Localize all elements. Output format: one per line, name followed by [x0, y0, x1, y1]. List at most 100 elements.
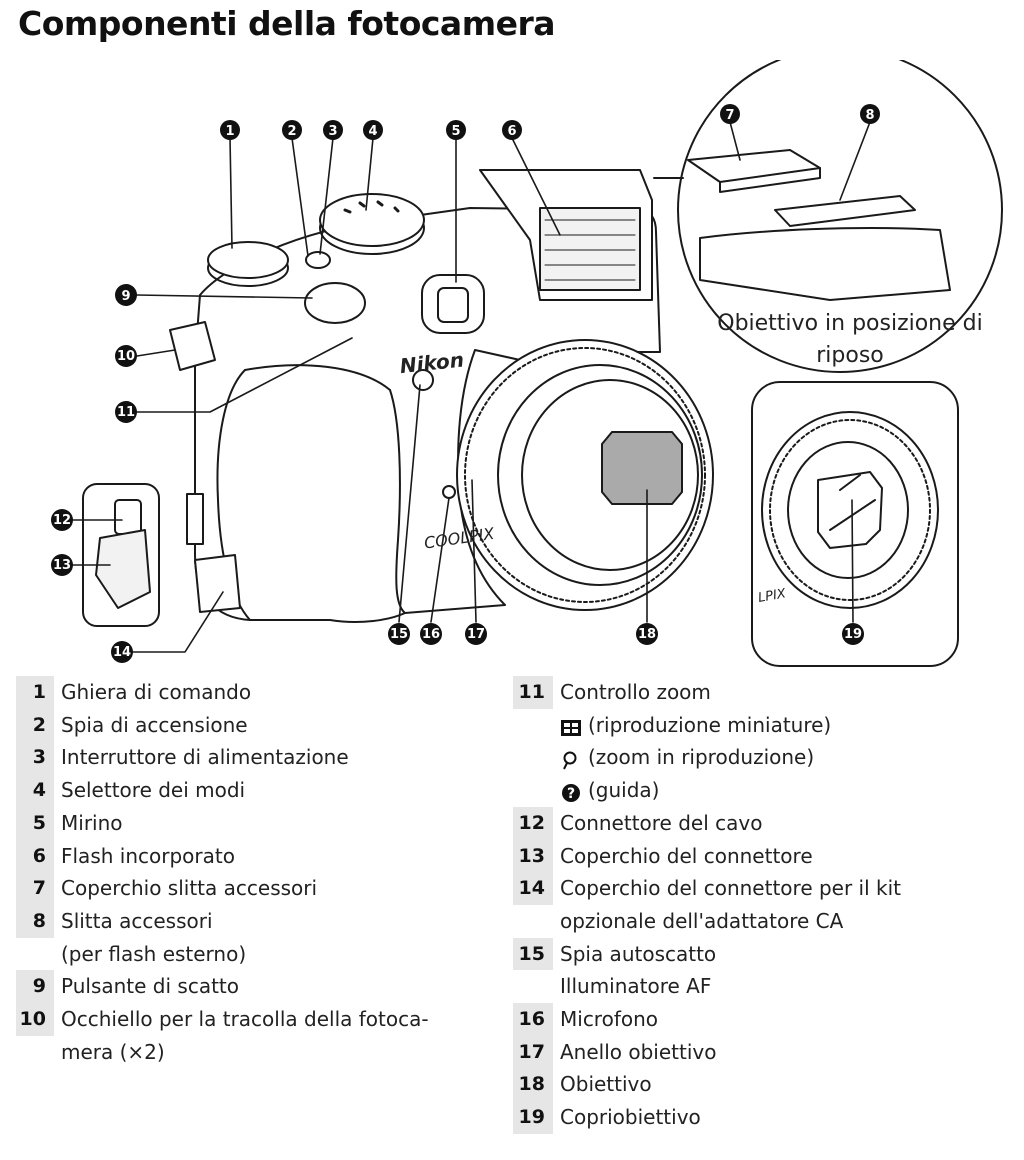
item-line: Coperchio del connettore — [560, 843, 813, 868]
thumbnail-icon — [560, 715, 582, 737]
item-description: Spia di accensione — [54, 709, 486, 742]
item-number: 5 — [16, 806, 54, 840]
item-line: Spia di accensione — [61, 712, 248, 737]
svg-text:3: 3 — [328, 124, 337, 139]
item-sub-line: (zoom in riproduzione) — [560, 741, 983, 774]
item-line: Selettore dei modi — [61, 778, 246, 803]
item-description: Controllo zoom(riproduzione miniature)(z… — [553, 676, 983, 807]
item-sub-text: (riproduzione miniature) — [588, 712, 832, 737]
item-number: 12 — [513, 806, 553, 840]
callout-4: 4 — [363, 120, 383, 140]
callout-14: 14 — [111, 641, 133, 663]
svg-text:17: 17 — [467, 627, 485, 642]
list-item: 13 Coperchio del connettore — [513, 839, 983, 873]
svg-text:12: 12 — [53, 513, 71, 528]
lens-cover — [817, 471, 883, 549]
item-line: Coperchio del connettore per il kit — [560, 876, 902, 901]
svg-text:18: 18 — [638, 627, 656, 642]
model-label-inset: LPIX — [757, 586, 788, 606]
viewfinder — [421, 274, 485, 334]
item-line: Interruttore di alimentazione — [61, 745, 349, 770]
item-number: 10 — [16, 1003, 54, 1036]
item-line: Copriobiettivo — [560, 1105, 701, 1130]
svg-text:14: 14 — [113, 645, 131, 660]
item-description: Coperchio slitta accessori — [54, 872, 486, 905]
callout-9: 9 — [115, 284, 137, 306]
svg-text:2: 2 — [287, 124, 296, 139]
svg-text:13: 13 — [53, 558, 71, 573]
callout-17: 17 — [465, 623, 487, 645]
page-title: Componenti della fotocamera — [18, 4, 556, 43]
item-number: 11 — [513, 676, 553, 709]
item-description: Flash incorporato — [54, 840, 486, 873]
item-description: Connettore del cavo — [553, 807, 983, 840]
item-line: opzionale dell'adattatore CA — [560, 908, 844, 933]
list-item: 4 Selettore dei modi — [16, 774, 486, 807]
item-number: 16 — [513, 1003, 553, 1036]
item-description: Copriobiettivo — [553, 1101, 983, 1134]
item-line: Flash incorporato — [61, 843, 235, 868]
svg-text:11: 11 — [117, 405, 135, 420]
item-sub-line: (riproduzione miniature) — [560, 709, 983, 742]
item-line: (per flash esterno) — [61, 941, 247, 966]
item-line: Spia autoscatto — [560, 941, 717, 966]
svg-text:16: 16 — [422, 627, 440, 642]
list-item: 3 Interruttore di alimentazione — [16, 741, 486, 775]
svg-text:9: 9 — [121, 289, 130, 304]
item-number: 4 — [16, 774, 54, 807]
item-number: 1 — [16, 676, 54, 709]
list-item: 16 Microfono — [513, 1003, 983, 1036]
item-number: 17 — [513, 1035, 553, 1069]
list-item: 14 Coperchio del connettore per il kit opz… — [513, 872, 983, 937]
svg-text:?: ? — [567, 786, 575, 802]
svg-text:6: 6 — [507, 124, 516, 139]
built-in-flash — [539, 207, 641, 291]
callout-12: 12 — [51, 509, 73, 531]
item-number: 3 — [16, 741, 54, 775]
item-description: Coperchio del connettore — [553, 840, 983, 873]
item-number: 13 — [513, 839, 553, 873]
item-description: Interruttore di alimentazione — [54, 741, 486, 774]
callout-13: 13 — [51, 554, 73, 576]
power-switch — [305, 251, 331, 269]
item-line: Occhiello per la tracolla della fotoca- — [61, 1007, 429, 1032]
svg-text:4: 4 — [368, 124, 377, 139]
item-line: Illuminatore AF — [560, 974, 712, 999]
svg-text:8: 8 — [865, 108, 874, 123]
callout-3: 3 — [323, 120, 343, 140]
item-description: Pulsante di scatto — [54, 970, 486, 1003]
item-sub-text: (guida) — [588, 778, 660, 803]
accessory-shoe — [774, 195, 916, 227]
svg-text:7: 7 — [725, 108, 734, 123]
item-sub-text: (zoom in riproduzione) — [588, 745, 815, 770]
item-description: Obiettivo — [553, 1068, 983, 1101]
item-number: 14 — [513, 872, 553, 905]
callout-5: 5 — [446, 120, 466, 140]
svg-text:10: 10 — [117, 349, 135, 364]
callout-16: 16 — [420, 623, 442, 645]
callout-10: 10 — [115, 345, 137, 367]
item-description: Ghiera di comando — [54, 676, 486, 709]
callout-2: 2 — [282, 120, 302, 140]
lens — [601, 431, 683, 505]
item-line: Pulsante di scatto — [61, 974, 239, 999]
callout-6: 6 — [502, 120, 522, 140]
callout-18: 18 — [636, 623, 658, 645]
brand-logo: Nikon — [399, 348, 465, 379]
strap-eyelet — [169, 321, 216, 371]
callout-11: 11 — [115, 401, 137, 423]
callout-7: 7 — [720, 104, 740, 124]
item-line: Microfono — [560, 1007, 659, 1032]
item-line: Obiettivo — [560, 1072, 652, 1097]
